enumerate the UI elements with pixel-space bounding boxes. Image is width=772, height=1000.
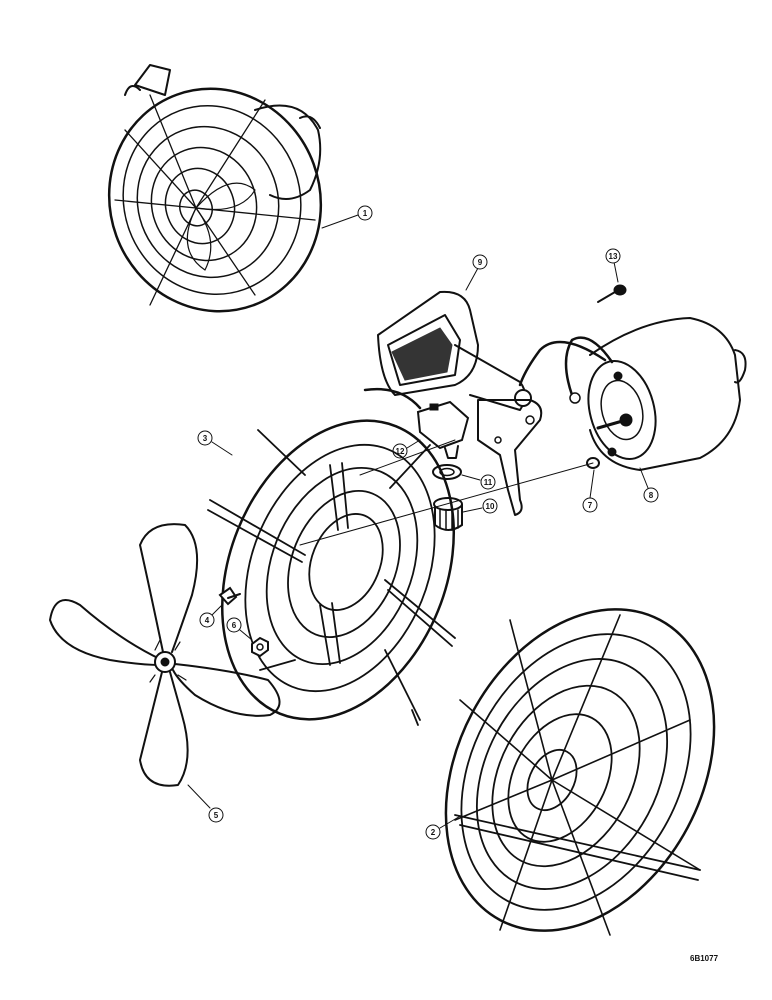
reference-code: 6B1077	[690, 954, 719, 963]
callout-9-label: 9	[478, 258, 483, 267]
callout-8-circle	[643, 487, 659, 503]
callout-6-circle	[226, 617, 242, 633]
assembled-fan: 1	[107, 64, 373, 313]
callout-4-circle	[199, 612, 215, 628]
callout-11-circle	[480, 474, 496, 490]
callout-9-circle	[472, 254, 488, 270]
callout-8-label: 8	[649, 491, 654, 500]
callout-13-label: 13	[609, 252, 618, 261]
callout-2-label: 2	[431, 828, 436, 837]
callout-7-label: 7	[588, 501, 593, 510]
ground-screw: 13	[597, 248, 627, 303]
rear-guard: 2	[425, 608, 716, 936]
washer: 7	[582, 457, 600, 513]
callout-12-label: 12	[396, 447, 405, 456]
callout-7-circle	[582, 497, 598, 513]
callout-6-label: 6	[232, 621, 237, 630]
callout-3-circle	[197, 430, 213, 446]
nut: 6	[226, 617, 269, 658]
callout-5-circle	[208, 807, 224, 823]
knob: 10	[433, 497, 498, 531]
callout-5-label: 5	[214, 811, 219, 820]
motor: 8	[518, 317, 747, 503]
screw: 4	[199, 586, 241, 628]
switch: 12	[363, 387, 470, 459]
callout-11-label: 11	[484, 478, 493, 487]
housing: 9	[377, 254, 532, 411]
callout-3-label: 3	[203, 434, 208, 443]
callout-4-label: 4	[205, 616, 210, 625]
bracket	[477, 399, 543, 516]
callout-1-label: 1	[363, 209, 368, 218]
callout-2-circle	[425, 824, 441, 840]
switch-nut: 11	[432, 464, 496, 490]
callout-10-label: 10	[486, 502, 495, 511]
fan-blade: 5	[49, 523, 281, 823]
front-guard: 3	[197, 419, 456, 726]
callout-13-circle	[605, 248, 621, 264]
callout-1-circle	[357, 205, 373, 221]
callout-10-circle	[482, 498, 498, 514]
